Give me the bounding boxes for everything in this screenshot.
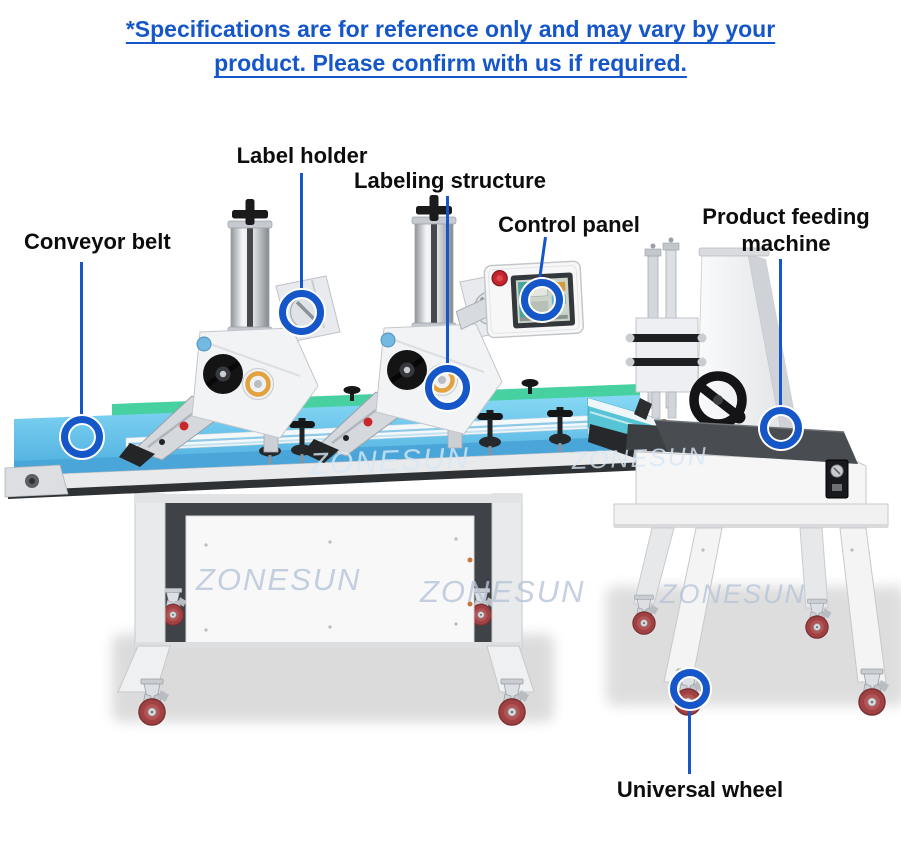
zonesun-watermark: ZONESUN xyxy=(419,574,586,609)
zonesun-watermark: ZONESUN xyxy=(659,579,806,609)
callout-label-product-feeding-machine: Product feeding machine xyxy=(702,204,870,256)
zonesun-watermark: ZONESUN xyxy=(570,442,708,475)
zonesun-watermark: ZONESUN xyxy=(308,442,471,481)
callout-marker-control-panel xyxy=(521,279,563,321)
disclaimer-line-1: *Specifications are for reference only a… xyxy=(125,16,776,42)
disclaimer-line-2: product. Please confirm with us if requi… xyxy=(214,50,687,76)
zonesun-watermark: ZONESUN xyxy=(195,562,362,597)
feeder-hopper xyxy=(654,420,858,464)
callout-label-conveyor-belt: Conveyor belt xyxy=(24,229,171,254)
callout-label-labeling-structure: Labeling structure xyxy=(354,168,546,193)
cabinet-door xyxy=(185,515,475,645)
callout-line-universal-wheel xyxy=(688,708,691,774)
feeder-leg xyxy=(839,527,887,683)
callout-line-conveyor-belt xyxy=(80,262,83,416)
callout-marker-label-holder xyxy=(279,290,324,335)
feeder-control-box xyxy=(825,459,849,499)
callout-marker-labeling-structure xyxy=(425,365,470,410)
callout-marker-product-feeding-machine xyxy=(760,407,802,449)
disclaimer-text: *Specifications are for reference only a… xyxy=(0,12,901,80)
product-feeding-machine xyxy=(587,237,890,716)
feeder-rail-assembly xyxy=(625,237,707,429)
callout-line-product-feeding-machine xyxy=(779,259,782,407)
callout-marker-universal-wheel xyxy=(670,669,710,709)
callout-label-control-panel: Control panel xyxy=(498,212,640,237)
feeder-stand xyxy=(613,503,890,716)
callout-label-universal-wheel: Universal wheel xyxy=(616,777,784,802)
callout-line-labeling-structure xyxy=(446,196,449,366)
callout-line-label-holder xyxy=(300,173,303,291)
callout-marker-conveyor-belt xyxy=(61,416,103,458)
callout-label-label-holder: Label holder xyxy=(236,143,368,168)
table-cabinet xyxy=(117,493,535,726)
